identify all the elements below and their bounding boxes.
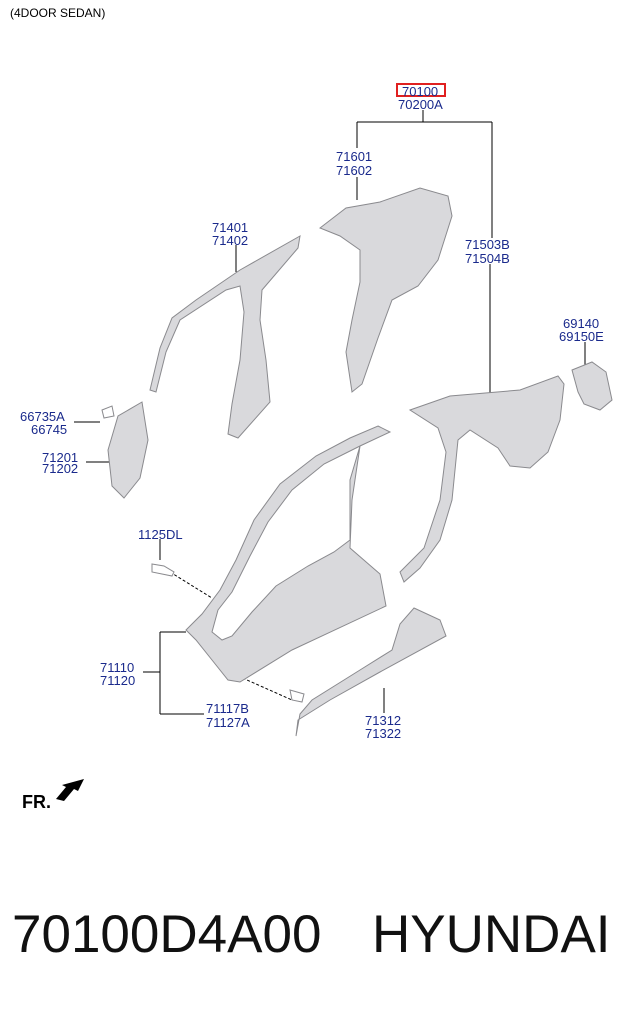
- parts-diagram: (4DOOR SEDAN): [10, 6, 613, 812]
- fender-clip: [101, 405, 115, 419]
- front-arrow-icon: [56, 779, 84, 801]
- callout-outer-quarter-b[interactable]: 71504B: [465, 251, 510, 266]
- callout-bracket-b[interactable]: 69150E: [559, 329, 604, 344]
- callout-b-pillar-b[interactable]: 71402: [212, 233, 249, 248]
- callout-side-panel-b[interactable]: 71120: [100, 673, 136, 688]
- callout-outer-quarter-a[interactable]: 71503B: [465, 237, 510, 252]
- callout-sill-b[interactable]: 71322: [365, 726, 402, 741]
- callout-inner-quarter-a[interactable]: 71601: [336, 149, 373, 164]
- a-pillar-lower: [107, 401, 149, 499]
- callout-main-top[interactable]: 70100: [402, 84, 439, 99]
- inner-quarter-panel: [318, 187, 453, 393]
- exploded-view-drawing: [74, 110, 613, 737]
- callout-side-panel-a[interactable]: 71110: [100, 660, 135, 675]
- callout-a-pillar-a[interactable]: 71201: [42, 450, 79, 465]
- callout-main-bottom[interactable]: 70200A: [398, 97, 443, 112]
- part-number: 70100D4A00: [12, 905, 322, 964]
- body-type-caption: (4DOOR SEDAN): [10, 6, 106, 20]
- front-direction-label: FR.: [22, 792, 51, 812]
- callout-clip-a[interactable]: 71117B: [206, 701, 249, 716]
- side-sill: [295, 607, 447, 737]
- side-outer-panel: [185, 425, 392, 683]
- b-pillar: [149, 235, 301, 439]
- callout-bolt[interactable]: 1125DL: [138, 527, 183, 542]
- callout-clip-b[interactable]: 71127A: [206, 715, 250, 730]
- selected-part-highlight: [396, 83, 446, 97]
- callout-fender-a[interactable]: 66735A: [20, 409, 65, 424]
- callout-b-pillar-a[interactable]: 71401: [212, 220, 249, 235]
- callout-fender-b[interactable]: 66745: [31, 422, 68, 437]
- outer-quarter-panel: [399, 375, 565, 583]
- clip: [289, 689, 305, 703]
- callout-inner-quarter-b[interactable]: 71602: [336, 163, 373, 178]
- callout-sill-a[interactable]: 71312: [365, 713, 402, 728]
- brand-name: HYUNDAI: [372, 905, 611, 964]
- callout-a-pillar-b[interactable]: 71202: [42, 461, 79, 476]
- rear-bracket: [571, 361, 613, 411]
- bolt: [151, 563, 175, 577]
- callout-bracket-a[interactable]: 69140: [563, 316, 600, 331]
